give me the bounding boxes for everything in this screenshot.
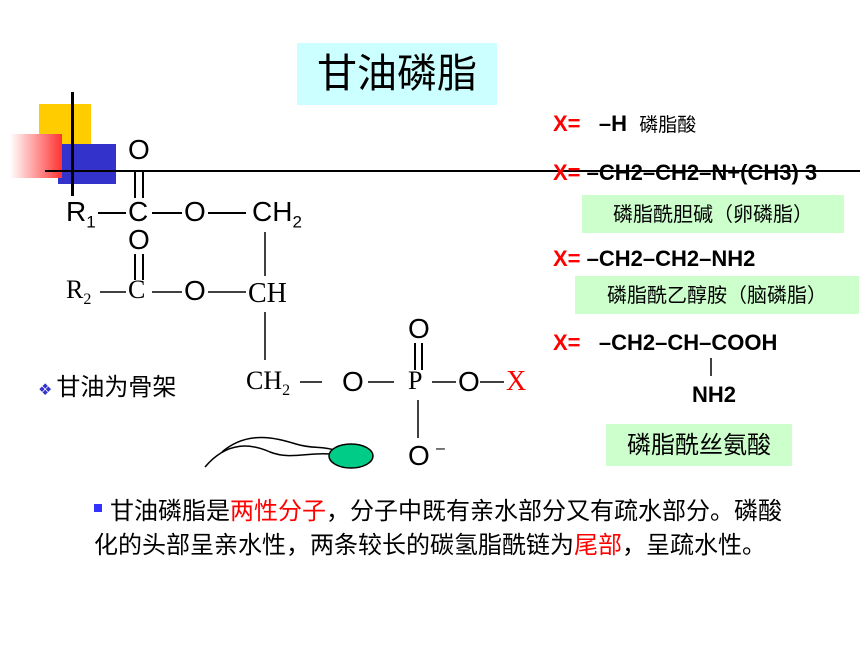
x-variant-formula: –CH2–CH2–N+(CH3) 3 (586, 160, 818, 185)
carbon-atom-1: C (128, 196, 149, 227)
label-phosphatidylserine: 磷脂酰丝氨酸 (606, 424, 792, 466)
x-variant-prefix: X= (553, 246, 581, 271)
negative-charge: – (436, 440, 445, 457)
backbone-note: ❖甘油为骨架 (38, 373, 177, 401)
ch2-group-2: CH2 (246, 366, 291, 400)
x-variant-prefix: X= (553, 111, 581, 136)
highlight-amphipathic: 两性分子 (230, 497, 326, 525)
x-variant-phosphatidylcholine: X= –CH2–CH2–N+(CH3) 3 (553, 160, 817, 186)
oxygen-atom-7: O (458, 366, 480, 397)
x-variant-formula: –CH2–CH2–NH2 (586, 246, 756, 271)
x-variant-phosphatidic-acid: X= –H 磷脂酸 (553, 110, 696, 137)
oxygen-atom-2: O (184, 196, 206, 227)
oxygen-atom-5: O (342, 366, 364, 397)
page-title: 甘油磷脂 (297, 43, 497, 105)
x-variant-phosphatidylserine: X= –CH2–CH–COOH (553, 330, 777, 356)
description-paragraph: 甘油磷脂是两性分子，分子中既有亲水部分又有疏水部分。磷酸化的头部呈亲水性，两条较… (94, 497, 782, 559)
decor-horizontal-line (45, 170, 860, 172)
x-variant-name: 磷脂酸 (639, 115, 697, 136)
oxygen-atom-1: O (128, 134, 150, 165)
x-variant-serine-amine: NH2 (692, 382, 737, 407)
decor-vertical-line (71, 92, 74, 196)
oxygen-atom-6: O (408, 313, 430, 344)
x-variant-formula: –H (598, 111, 627, 136)
x-variant-phosphatidylethanolamine: X= –CH2–CH2–NH2 (553, 246, 755, 272)
decor-blue-square (58, 144, 116, 184)
highlight-tail: 尾部 (574, 531, 622, 559)
r1-group: R1 (66, 196, 96, 232)
r2-group: R2 (66, 275, 92, 309)
label-phosphatidylethanolamine: 磷脂酰乙醇胺（脑磷脂） (575, 276, 859, 314)
x-variant-prefix: X= (553, 160, 581, 185)
label-phosphatidylcholine: 磷脂酰胆碱（卵磷脂） (582, 195, 844, 233)
x-variant-prefix: X= (553, 330, 581, 355)
oxygen-atom-3: O (128, 224, 150, 255)
ch2-group-1: CH2 (252, 196, 302, 232)
x-group: X (506, 366, 527, 397)
square-bullet-icon (94, 504, 102, 512)
carbon-atom-2: C (128, 275, 146, 304)
oxygen-atom-4: O (184, 275, 206, 306)
oxygen-atom-8: O (408, 440, 430, 471)
x-variant-formula: –CH2–CH–COOH (598, 330, 778, 355)
ch-group: CH (248, 278, 287, 309)
diamond-bullet-icon: ❖ (38, 380, 53, 399)
phosphorus-atom: P (408, 366, 423, 395)
